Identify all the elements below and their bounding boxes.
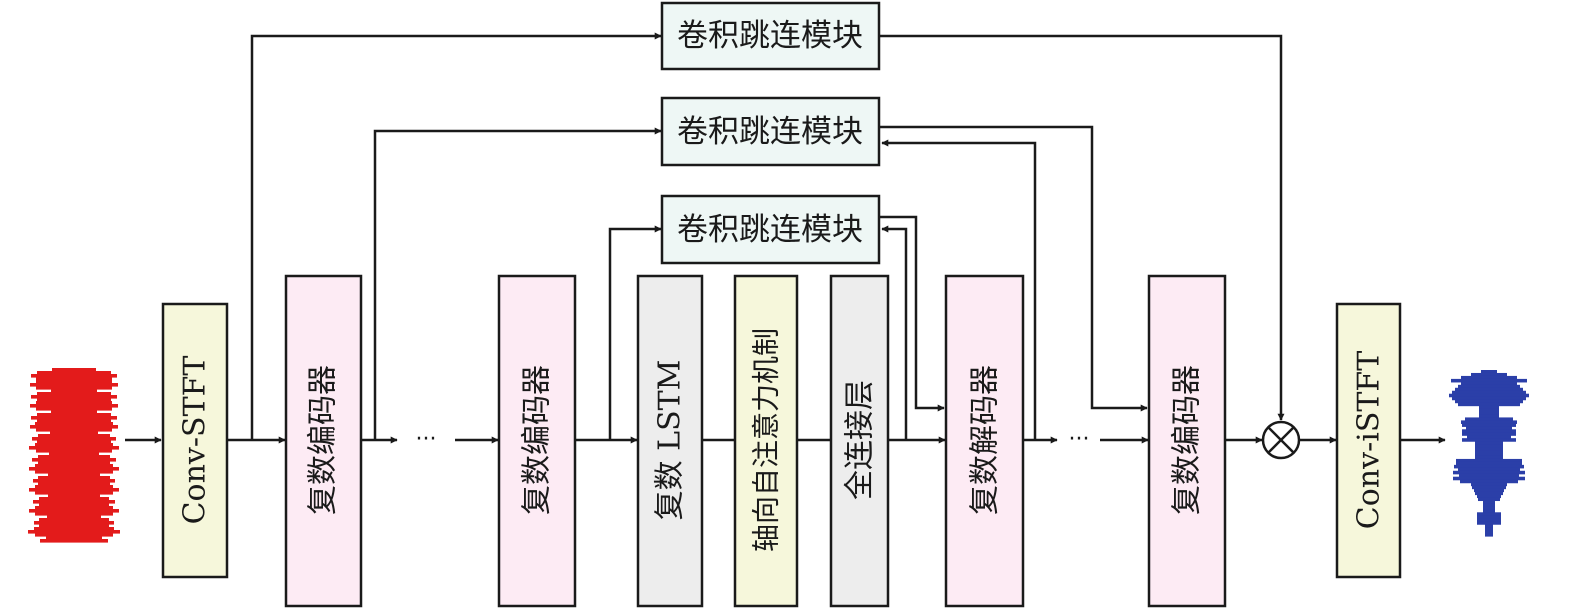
complex-lstm-label: 复数 LSTM: [653, 360, 688, 521]
complex-encoder-block: 复数编码器: [497, 274, 577, 608]
skip-block-label: 卷积跳连模块: [677, 18, 863, 54]
conv-stft-label: Conv-STFT: [178, 356, 213, 525]
complex-encoder-label: 复数编码器: [520, 365, 555, 515]
complex-lstm-block: 复数 LSTM: [636, 274, 704, 608]
complex-encoder-block: 复数编码器: [1147, 274, 1227, 608]
conv-stft-block: Conv-STFT: [161, 302, 229, 579]
connection-wires: [125, 32, 1446, 444]
complex-encoder-block: 复数编码器: [284, 274, 363, 608]
fully-connected-block: 全连接层: [829, 274, 890, 608]
clean-waveform-icon: [1449, 370, 1529, 537]
ellipsis: ···: [416, 427, 437, 452]
complex-encoder-label: 复数编码器: [1170, 365, 1205, 515]
skip-block-label: 卷积跳连模块: [677, 212, 863, 248]
ellipsis: ···: [1069, 427, 1090, 452]
conv-istft-label: Conv-iSTFT: [1352, 351, 1387, 529]
conv-istft-block: Conv-iSTFT: [1335, 302, 1402, 579]
fully-connected-label: 全连接层: [843, 380, 878, 500]
skip-block-label: 卷积跳连模块: [677, 114, 863, 150]
skip-block: 卷积跳连模块: [660, 96, 881, 167]
complex-decoder-block: 复数解码器: [944, 274, 1025, 608]
axial-attention-label: 轴向自注意力机制: [750, 328, 783, 552]
circle-times-icon: [1261, 420, 1301, 460]
complex-decoder-label: 复数解码器: [968, 365, 1003, 515]
skip-block: 卷积跳连模块: [660, 1, 881, 71]
axial-attention-block: 轴向自注意力机制: [733, 274, 799, 608]
complex-encoder-label: 复数编码器: [306, 365, 341, 515]
noisy-waveform-icon: [28, 368, 120, 543]
skip-block: 卷积跳连模块: [660, 194, 881, 265]
